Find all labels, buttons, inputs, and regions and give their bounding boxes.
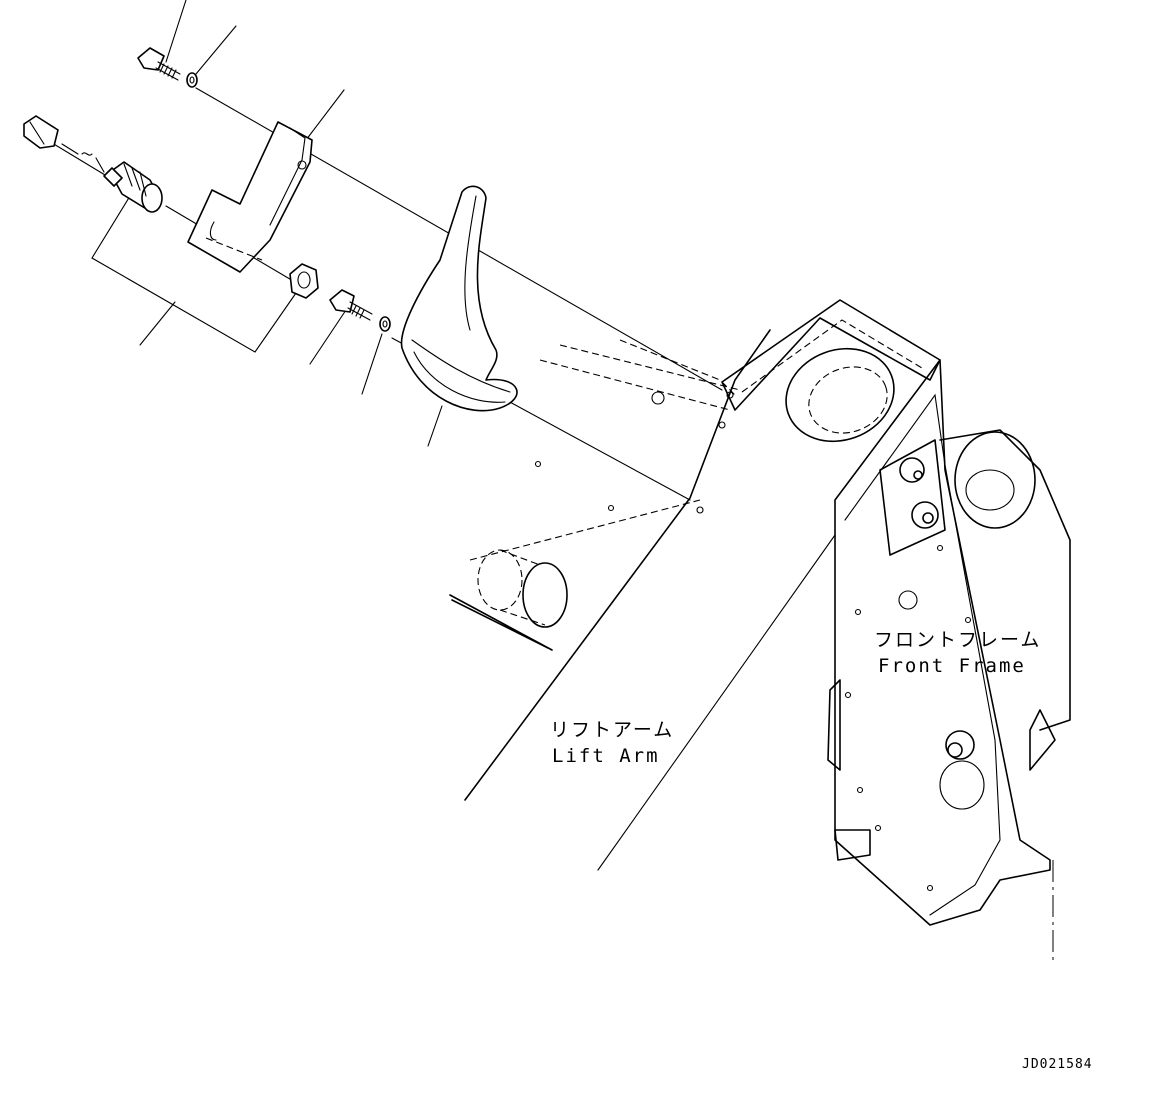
lift-arm-label-jp: リフトアーム [550, 719, 674, 741]
front-frame-label-jp: フロントフレーム [874, 629, 1041, 651]
bolt-upper [137, 47, 181, 81]
drawing-code: JD021584 [1022, 1057, 1093, 1072]
proximity-switch [23, 115, 163, 213]
assembly-centerlines [23, 87, 723, 501]
bolt-lower [329, 289, 373, 321]
washer-upper [186, 72, 198, 88]
nut [289, 263, 319, 299]
front-frame-label-en: Front Frame [878, 655, 1026, 677]
lift-arm [449, 299, 941, 871]
front-frame [827, 359, 1071, 960]
lift-arm-label-en: Lift Arm [552, 745, 660, 767]
callout-leaders [91, 0, 443, 447]
mounting-bracket [187, 121, 313, 273]
cam-plate [400, 185, 518, 412]
washer-lower [379, 316, 391, 332]
